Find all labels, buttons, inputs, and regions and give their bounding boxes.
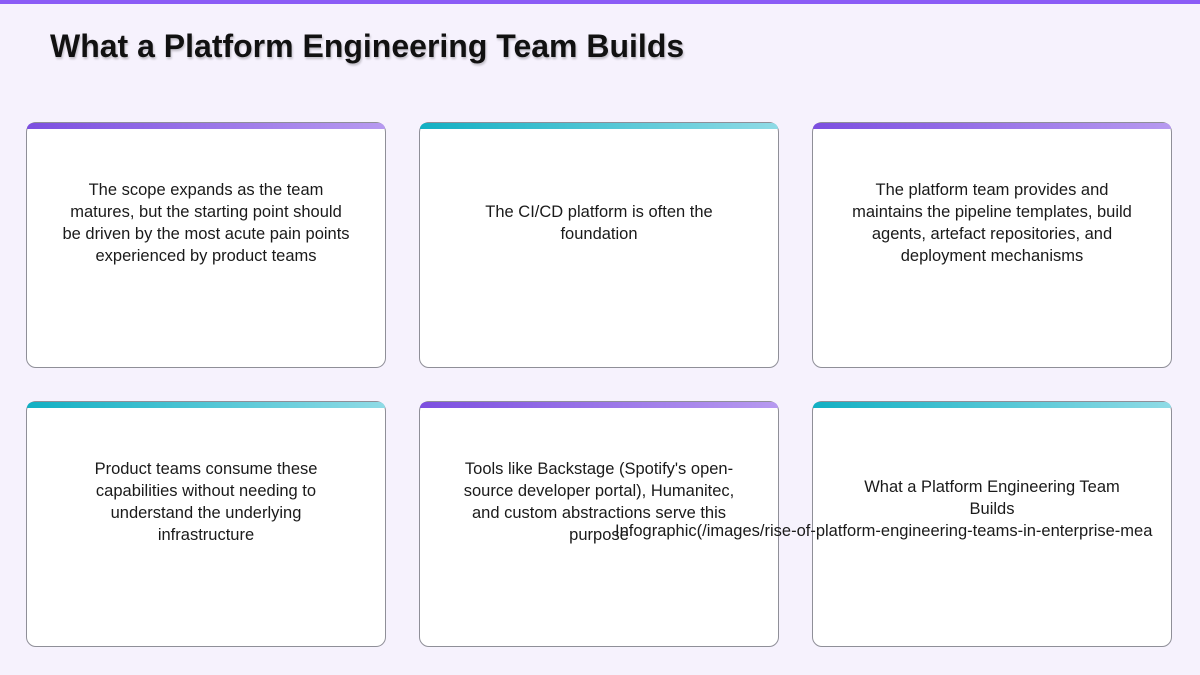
card-text: The CI/CD platform is often the foundati… <box>485 203 713 243</box>
card-text-container: The CI/CD platform is often the foundati… <box>470 123 728 323</box>
slide-title: What a Platform Engineering Team Builds <box>50 28 685 64</box>
card-accent-bar <box>420 123 778 129</box>
card-infographic: What a Platform Engineering Team Builds … <box>615 401 1172 647</box>
card-accent-bar <box>27 402 385 408</box>
card-text-container: The platform team provides and maintains… <box>841 123 1143 323</box>
card-text-container: Tools like Backstage (Spotify's open-sou… <box>450 402 748 602</box>
top-accent-bar <box>0 0 1200 4</box>
card-text: The platform team provides and maintains… <box>852 181 1132 265</box>
card-text: The scope expands as the team matures, b… <box>62 181 350 265</box>
card-accent-bar <box>813 123 1171 129</box>
card-scope: The scope expands as the team matures, b… <box>26 122 386 368</box>
card-text-container: What a Platform Engineering Team Builds <box>853 402 1131 520</box>
card-accent-bar <box>27 123 385 129</box>
card-accent-bar <box>813 402 1171 408</box>
card-platform-team: The platform team provides and maintains… <box>812 122 1172 368</box>
card-text: Tools like Backstage (Spotify's open-sou… <box>463 460 735 544</box>
card-text-container: Product teams consume these capabilities… <box>67 402 345 602</box>
infographic-alt-text: Infographic(/images/rise-of-platform-eng… <box>615 522 1153 540</box>
card-text: Product teams consume these capabilities… <box>94 460 318 544</box>
card-cicd: The CI/CD platform is often the foundati… <box>419 122 779 368</box>
card-text-container: The scope expands as the team matures, b… <box>61 123 351 323</box>
card-tools: Tools like Backstage (Spotify's open-sou… <box>419 401 779 647</box>
card-text: What a Platform Engineering Team Builds <box>864 478 1120 518</box>
card-accent-bar <box>420 402 778 408</box>
card-product-teams: Product teams consume these capabilities… <box>26 401 386 647</box>
